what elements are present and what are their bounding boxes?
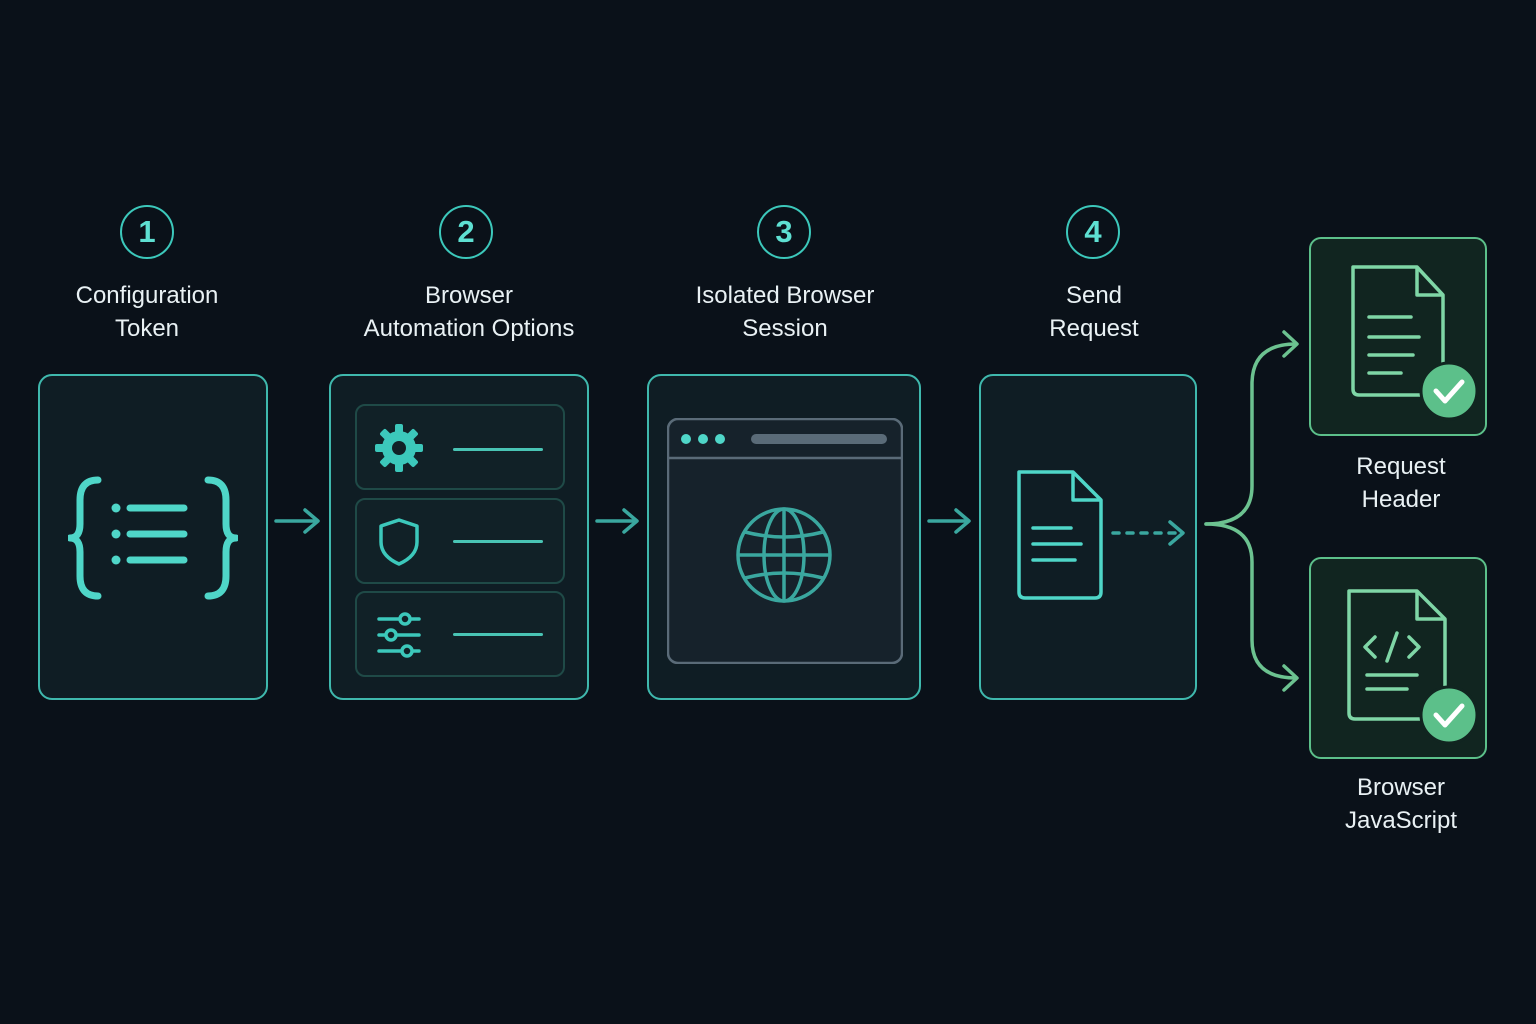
- browser-javascript-label: Browser JavaScript: [1345, 771, 1457, 837]
- browser-javascript-label-line2: JavaScript: [1344, 807, 1458, 834]
- arrow-1-to-2: [274, 508, 320, 534]
- step-4-label-line1: Send: [1065, 282, 1123, 309]
- arrow-2-to-3: [595, 508, 639, 534]
- settings-option-row: [355, 404, 565, 490]
- json-braces-icon: [68, 476, 238, 600]
- sliders-icon: [377, 612, 421, 658]
- request-header-label-line1: Request: [1356, 453, 1446, 480]
- document-check-icon: [1351, 265, 1479, 421]
- code-document-check-icon: [1347, 589, 1477, 745]
- document-icon: [1017, 470, 1103, 600]
- step-3-label: Isolated Browser Session: [696, 279, 875, 345]
- shield-icon: [379, 518, 419, 566]
- sliders-option-line: [453, 633, 543, 636]
- sliders-option-row: [355, 591, 565, 677]
- step-1-label-line2: Token: [114, 315, 180, 342]
- browser-session-panel: [647, 374, 921, 700]
- request-header-label: Request Header: [1356, 450, 1445, 516]
- request-header-panel: [1309, 237, 1487, 436]
- step-4-label-line2: Request: [1049, 315, 1139, 342]
- step-2-label-line1: Browser: [424, 282, 514, 309]
- security-option-line: [453, 540, 543, 543]
- send-request-panel: [979, 374, 1197, 700]
- step-3-number: 3: [757, 205, 811, 259]
- globe-icon: [736, 507, 832, 603]
- step-1-label: Configuration Token: [76, 279, 219, 345]
- browser-window-icon: [667, 418, 903, 664]
- request-header-label-line2: Header: [1361, 486, 1441, 513]
- gear-icon: [375, 424, 423, 472]
- settings-option-line: [453, 448, 543, 451]
- step-2-label: Browser Automation Options: [364, 279, 575, 345]
- config-token-panel: [38, 374, 268, 700]
- step-1-number: 1: [120, 205, 174, 259]
- browser-javascript-panel: [1309, 557, 1487, 759]
- arrow-3-to-4: [927, 508, 971, 534]
- step-1-label-line1: Configuration: [75, 282, 219, 309]
- security-option-row: [355, 498, 565, 584]
- branch-connector: [1204, 330, 1299, 692]
- browser-javascript-label-line1: Browser: [1356, 774, 1446, 801]
- step-3-label-line2: Session: [742, 315, 828, 342]
- automation-options-panel: [329, 374, 589, 700]
- step-3-label-line1: Isolated Browser: [695, 282, 875, 309]
- step-4-label: Send Request: [1049, 279, 1138, 345]
- step-2-number: 2: [439, 205, 493, 259]
- step-2-label-line2: Automation Options: [363, 315, 575, 342]
- step-4-number: 4: [1066, 205, 1120, 259]
